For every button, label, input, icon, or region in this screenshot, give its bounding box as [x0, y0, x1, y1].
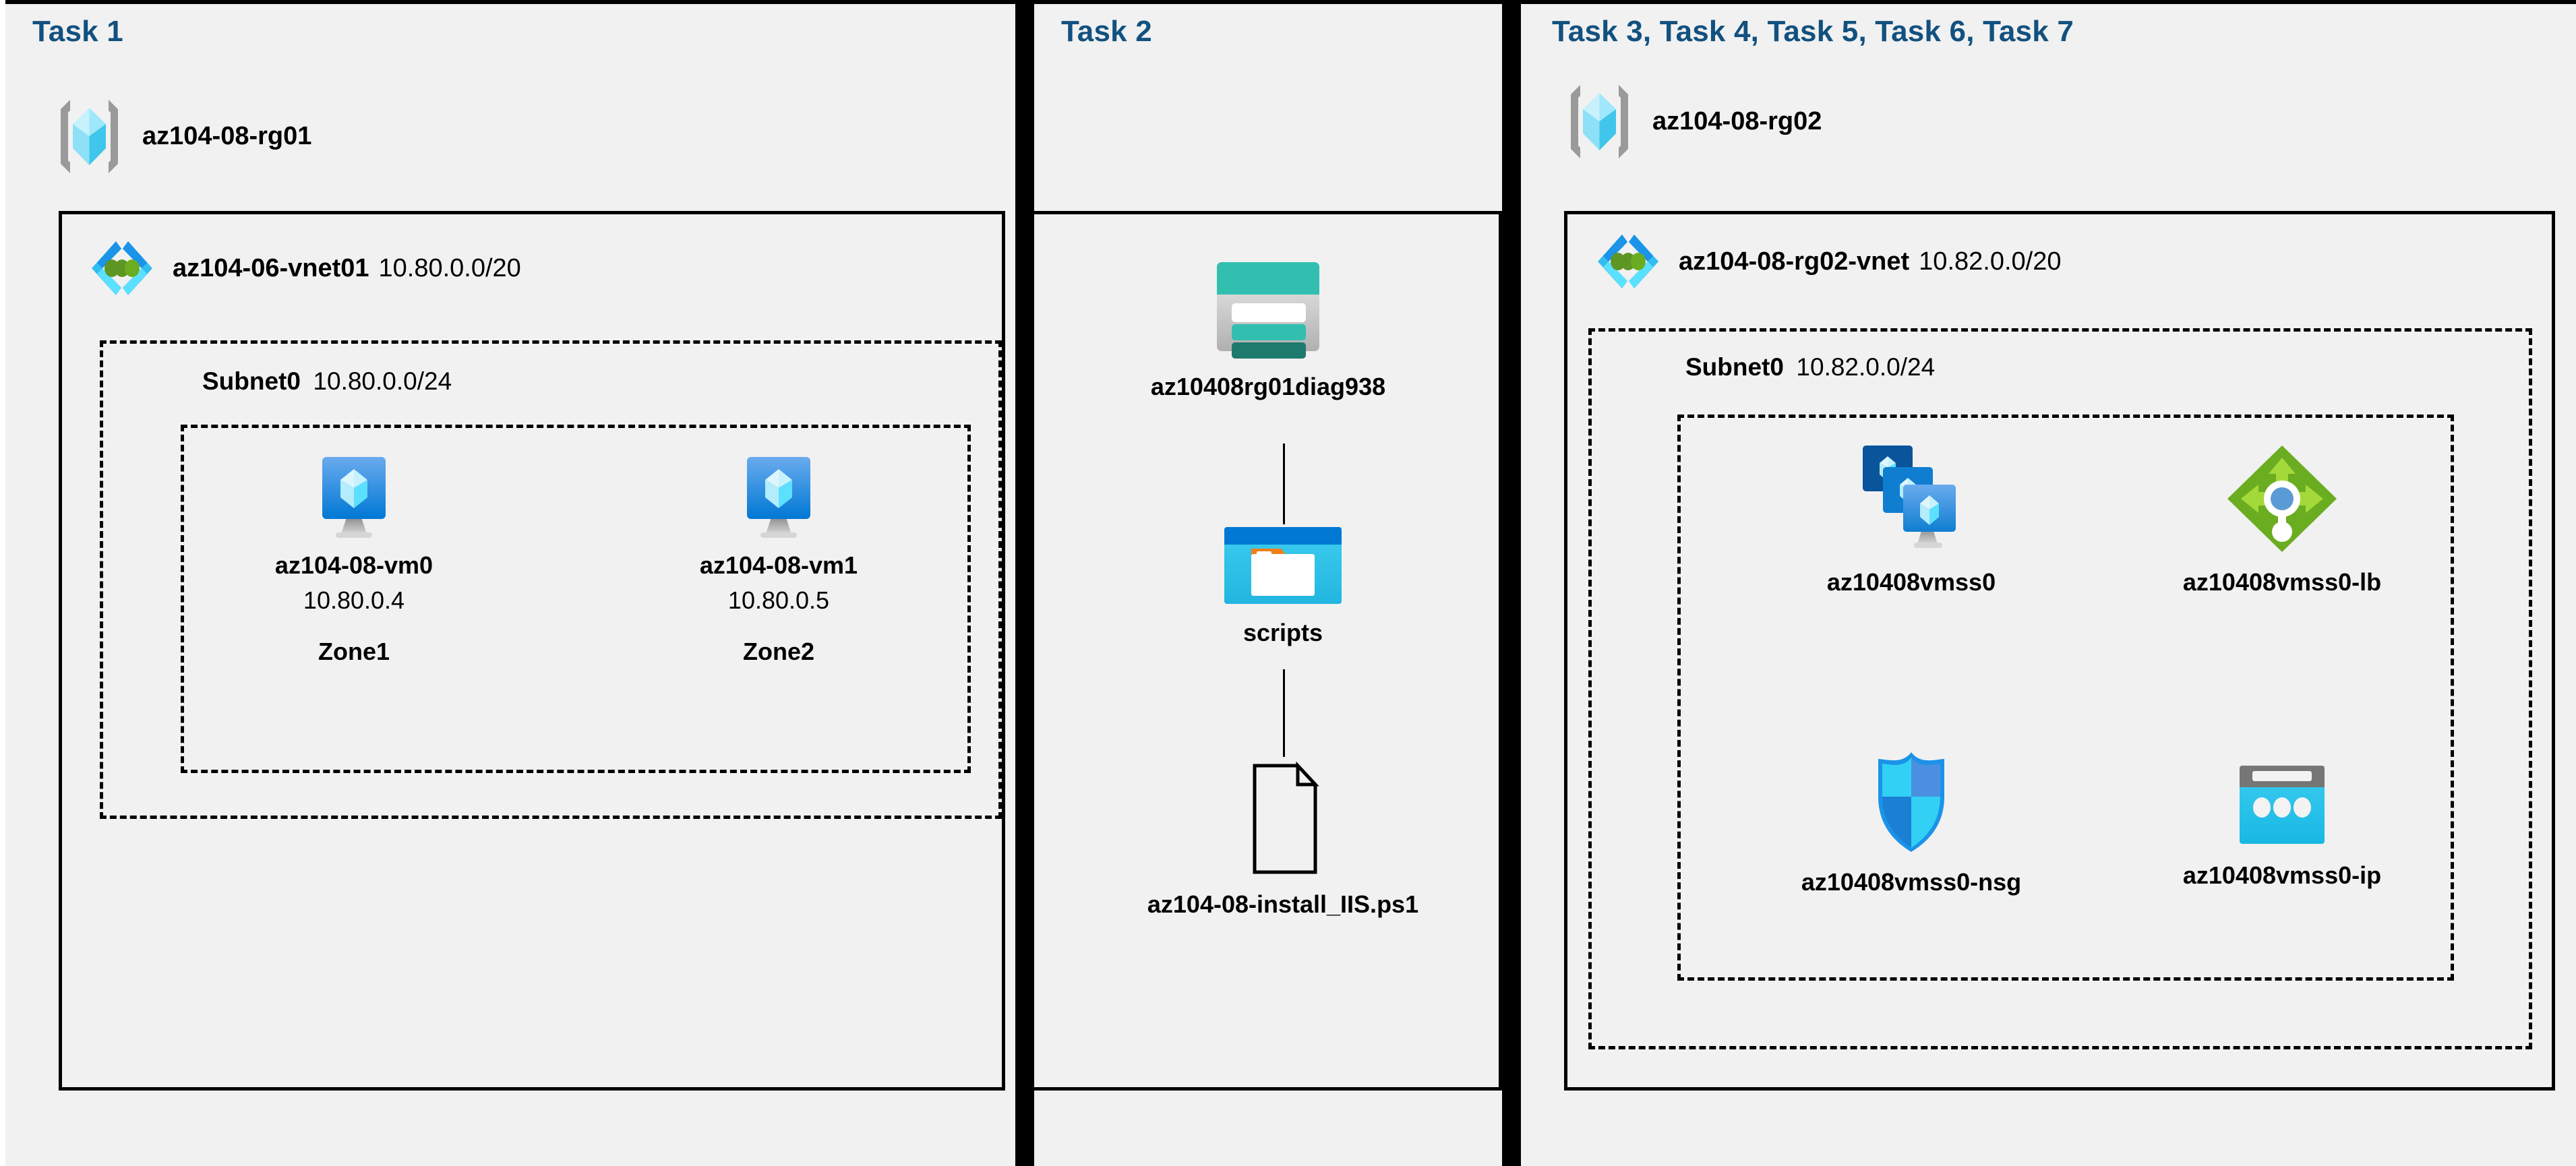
connector-storage-to-scripts — [1283, 443, 1285, 524]
vnet-row-task-3: az104-08-rg02-vnet 10.82.0.0/20 — [1592, 229, 2061, 294]
public-ip-address-name: az10408vmss0-ip — [2182, 861, 2382, 889]
node-blob-container[interactable]: scripts — [1128, 524, 1438, 647]
node-script-file[interactable]: az104-08-install_IIS.ps1 — [1128, 760, 1438, 919]
subnet-cidr-task-3: 10.82.0.0/24 — [1796, 353, 1936, 381]
vm0-zone: Zone1 — [318, 638, 390, 665]
vnet-box-task-1 — [59, 211, 1005, 1091]
node-network-security-group[interactable]: az10408vmss0-nsg — [1780, 748, 2043, 896]
vnet-name-task-3: az104-08-rg02-vnet — [1679, 247, 1910, 276]
subnet-box-task-1 — [100, 340, 1002, 819]
vm-scale-set-name: az10408vmss0 — [1826, 568, 1996, 596]
script-file-icon — [1236, 760, 1330, 878]
blob-container-icon — [1222, 524, 1344, 607]
blob-container-name: scripts — [1242, 619, 1323, 646]
resource-group-icon — [54, 94, 125, 179]
panel-task-3-7 — [1521, 0, 2576, 1166]
panel-task-2-title: Task 2 — [1061, 15, 1152, 48]
vm0-name: az104-08-vm0 — [274, 551, 433, 579]
vm1-name: az104-08-vm1 — [699, 551, 858, 579]
panel-task-3-7-title: Task 3, Task 4, Task 5, Task 6, Task 7 — [1552, 15, 2074, 48]
subnet-cidr-task-1: 10.80.0.0/24 — [313, 367, 452, 395]
node-vm-scale-set[interactable]: az10408vmss0 — [1780, 441, 2043, 596]
subnet-name-task-3: Subnet0 — [1685, 353, 1784, 381]
node-storage-account[interactable]: az10408rg01diag938 — [1113, 253, 1423, 401]
node-public-ip-address[interactable]: az10408vmss0-ip — [2151, 760, 2414, 890]
vnet-name-task-1: az104-06-vnet01 — [173, 253, 369, 282]
storage-account-name: az10408rg01diag938 — [1150, 373, 1386, 400]
connector-scripts-to-script-file — [1283, 669, 1285, 757]
vm1-zone: Zone2 — [742, 638, 814, 665]
panel-divider-1 — [1015, 0, 1034, 1166]
load-balancer-icon — [2223, 441, 2341, 556]
virtual-machine-icon — [317, 453, 391, 539]
node-load-balancer[interactable]: az10408vmss0-lb — [2151, 441, 2414, 596]
node-vm0[interactable]: az104-08-vm0 10.80.0.4 Zone1 — [270, 453, 438, 666]
subnet-caption-task-3: Subnet0 10.82.0.0/24 — [1685, 353, 1935, 381]
resource-group-row-rg01: az104-08-rg01 — [54, 94, 311, 179]
panel-task-1-title: Task 1 — [32, 15, 123, 48]
virtual-machine-icon — [742, 453, 816, 539]
public-ip-address-icon — [2234, 760, 2330, 849]
resource-group-inner-box-task-3 — [1677, 415, 2454, 981]
vnet-cidr-task-3: 10.82.0.0/20 — [1919, 247, 2062, 276]
panel-task-1 — [5, 0, 1015, 1166]
vm1-ip: 10.80.0.5 — [727, 586, 830, 614]
vnet-box-task-3 — [1564, 211, 2555, 1091]
subnet-caption-task-1: Subnet0 10.80.0.0/24 — [202, 367, 452, 396]
resource-group-icon — [1564, 80, 1635, 164]
virtual-network-icon — [1592, 229, 1664, 294]
vnet-cidr-task-1: 10.80.0.0/20 — [378, 253, 521, 282]
script-file-name: az104-08-install_IIS.ps1 — [1147, 890, 1419, 918]
resource-group-name-rg02: az104-08-rg02 — [1652, 107, 1822, 135]
vm-scale-set-icon — [1857, 441, 1965, 556]
panel-divider-2 — [1502, 0, 1521, 1166]
network-security-group-name: az10408vmss0-nsg — [1801, 868, 2022, 896]
task-2-content-box — [1034, 211, 1502, 1091]
resource-group-name-rg01: az104-08-rg01 — [142, 122, 312, 150]
node-vm1[interactable]: az104-08-vm1 10.80.0.5 Zone2 — [694, 453, 863, 666]
resource-group-row-rg02: az104-08-rg02 — [1564, 80, 1822, 164]
zone-group-box-task-1 — [181, 425, 971, 773]
vm0-ip: 10.80.0.4 — [303, 586, 405, 614]
subnet-box-task-3 — [1588, 328, 2532, 1049]
subnet-name-task-1: Subnet0 — [202, 367, 301, 395]
storage-account-icon — [1207, 253, 1329, 361]
load-balancer-name: az10408vmss0-lb — [2182, 568, 2382, 596]
network-security-group-icon — [1867, 748, 1955, 856]
vnet-row-task-1: az104-06-vnet01 10.80.0.0/20 — [86, 236, 521, 301]
virtual-network-icon — [86, 236, 158, 301]
